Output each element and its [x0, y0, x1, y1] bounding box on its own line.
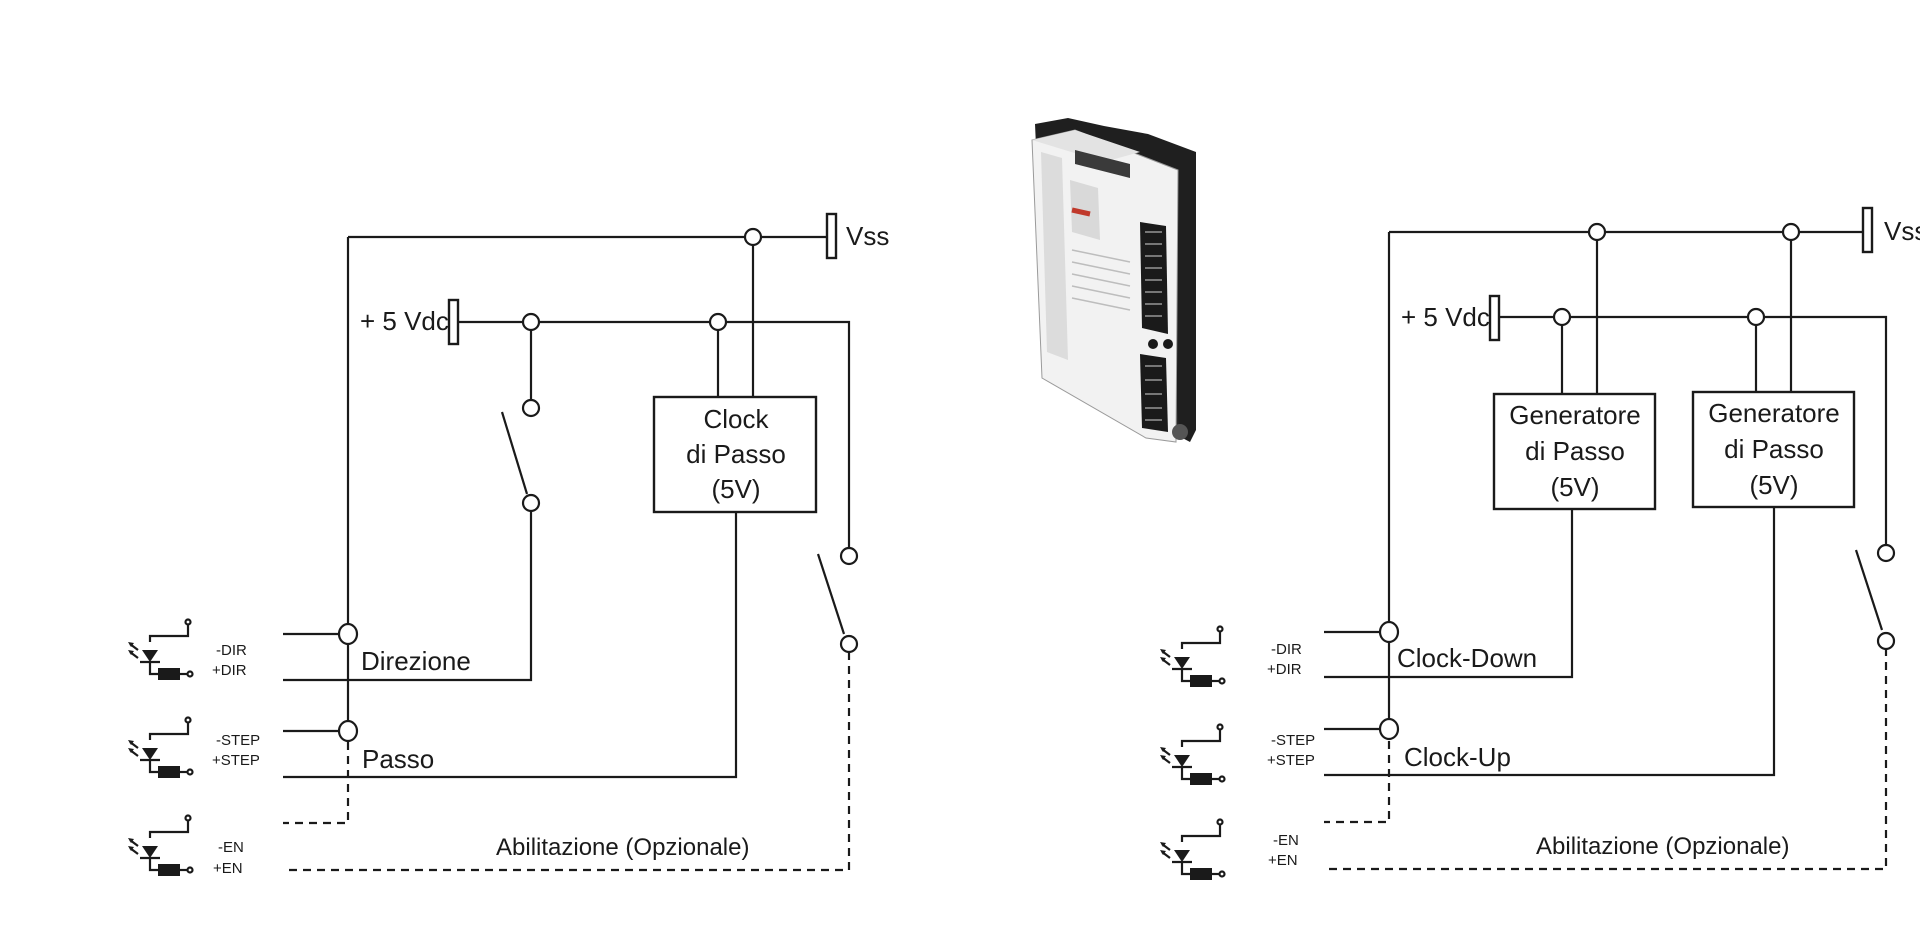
right-gen2-line-3: (5V): [1749, 470, 1798, 500]
right-pin-step-plus: +STEP: [1267, 752, 1315, 769]
left-node-dir-switch-bottom: [521, 493, 541, 513]
stepper-driver-device-image: [1031, 118, 1196, 443]
left-node-dir-input: [337, 622, 359, 646]
right-gen1-line-2: di Passo: [1525, 436, 1625, 466]
right-node-en-switch-bottom: [1876, 631, 1896, 651]
right-pin-dir-minus: -DIR: [1271, 641, 1302, 658]
right-generator-box-2: [1691, 390, 1856, 509]
left-5v-bus: [458, 320, 851, 556]
left-pin-step-plus: +STEP: [212, 752, 260, 769]
right-5v-label: + 5 Vdc: [1401, 302, 1490, 332]
right-pin-step-minus: -STEP: [1271, 732, 1315, 749]
left-node-en-switch-top: [839, 546, 859, 566]
left-node-en-switch-bottom: [839, 634, 859, 654]
left-node-step-input: [337, 719, 359, 743]
left-vss-label: Vss: [846, 221, 889, 251]
left-direction-label: Direzione: [361, 646, 471, 676]
left-clock-line-3: (5V): [711, 474, 760, 504]
right-5v-bus: [1499, 315, 1888, 553]
left-pin-dir-plus: +DIR: [212, 662, 247, 679]
left-5v-label: + 5 Vdc: [360, 306, 449, 336]
left-diagram: Vss + 5 Vdc Clock di Passo (5V): [128, 212, 889, 877]
right-pin-dir-plus: +DIR: [1267, 661, 1302, 678]
right-gen2-line-1: Generatore: [1708, 398, 1840, 428]
right-gen2-output: [1324, 507, 1776, 777]
right-node-step-input: [1378, 717, 1400, 741]
right-generator-box-1: [1492, 392, 1657, 511]
left-node-vss-clock: [743, 227, 763, 247]
left-en-switch-blade: [816, 553, 846, 635]
right-node-en-switch-top: [1876, 543, 1896, 563]
right-node-vss-gen2: [1781, 222, 1801, 242]
left-en-vss-dashed: [283, 728, 350, 825]
right-vss-label: Vss: [1884, 216, 1920, 246]
left-pin-en-plus: +EN: [213, 860, 243, 877]
right-en-switch-blade: [1854, 549, 1884, 631]
left-dir-switch-blade: [500, 411, 529, 495]
right-optocoupler-en-icon: [1160, 818, 1226, 880]
right-diagram: Vss + 5 Vdc Generatore di Passo (5V) Gen…: [1160, 206, 1920, 880]
right-gen1-line-3: (5V): [1550, 472, 1599, 502]
left-node-dir-switch-top: [521, 398, 541, 418]
right-pin-en-plus: +EN: [1268, 852, 1298, 869]
right-gen1-line-1: Generatore: [1509, 400, 1641, 430]
left-optocoupler-en-icon: [128, 814, 194, 876]
right-gen1-output: [1324, 509, 1574, 679]
left-node-5v-clock: [708, 312, 728, 332]
right-node-vss-gen1: [1587, 222, 1607, 242]
right-node-5v-gen2: [1746, 307, 1766, 327]
right-vss-terminal: [1861, 206, 1874, 254]
right-gen2-line-2: di Passo: [1724, 434, 1824, 464]
right-5v-terminal: [1488, 294, 1501, 342]
left-clock-line-1: Clock: [703, 404, 769, 434]
right-optocoupler-step-icon: [1160, 723, 1226, 785]
right-pin-en-minus: -EN: [1273, 832, 1299, 849]
left-optocoupler-step-icon: [128, 716, 194, 778]
left-enable-label: Abilitazione (Opzionale): [496, 834, 749, 861]
right-en-vss-dashed: [1324, 727, 1391, 824]
right-en-dashed-line: [1324, 648, 1888, 871]
left-clock-output: [283, 512, 738, 779]
left-vss-terminal: [825, 212, 838, 260]
left-dir-branch-bottom: [283, 503, 533, 682]
left-pin-dir-minus: -DIR: [216, 642, 247, 659]
right-node-5v-gen1: [1552, 307, 1572, 327]
left-step-label: Passo: [362, 744, 434, 774]
left-pin-step-minus: -STEP: [216, 732, 260, 749]
left-pin-en-minus: -EN: [218, 839, 244, 856]
left-5v-terminal: [447, 298, 460, 346]
right-optocoupler-dir-icon: [1160, 625, 1226, 687]
right-clock-down-label: Clock-Down: [1397, 643, 1537, 673]
left-optocoupler-dir-icon: [128, 618, 194, 680]
right-clock-up-label: Clock-Up: [1404, 742, 1511, 772]
left-clock-line-2: di Passo: [686, 439, 786, 469]
left-en-dashed-line: [283, 652, 851, 872]
left-node-5v-dir: [521, 312, 541, 332]
right-enable-label: Abilitazione (Opzionale): [1536, 833, 1789, 860]
right-node-dir-input: [1378, 620, 1400, 644]
